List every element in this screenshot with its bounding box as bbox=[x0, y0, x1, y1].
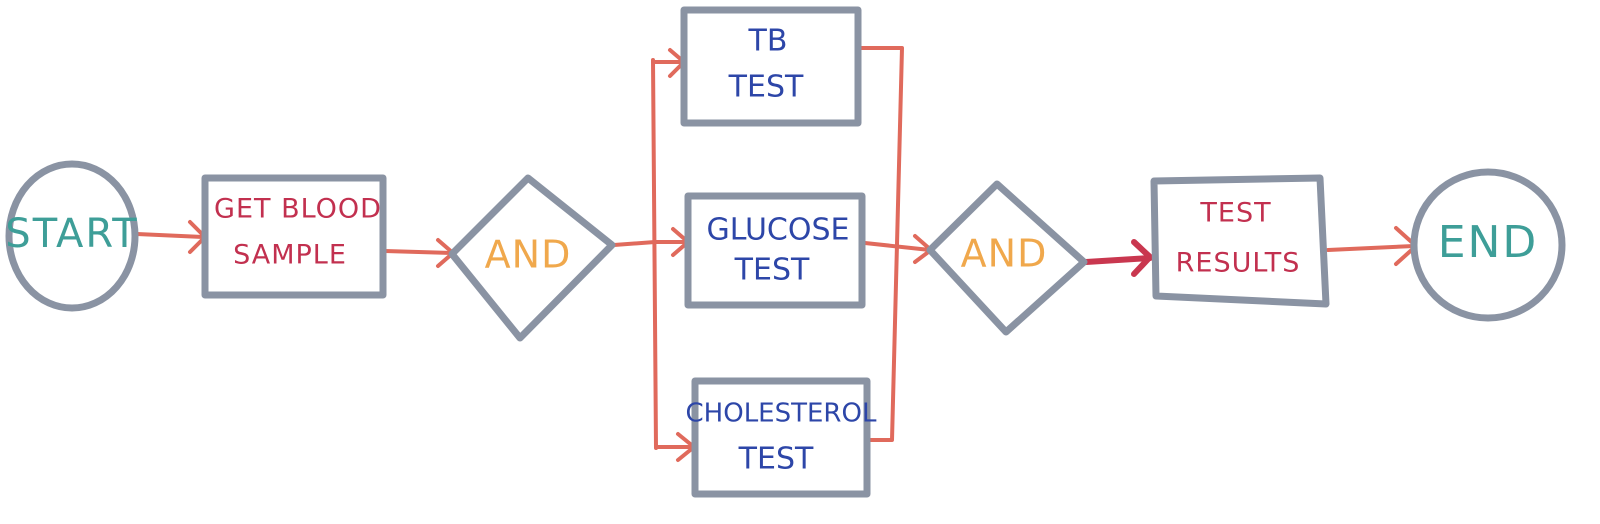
arrow-join-to-results bbox=[1083, 239, 1153, 277]
task-test-results-line2: RESULTS bbox=[1176, 248, 1301, 279]
gateway-and-split[interactable]: AND bbox=[448, 174, 616, 342]
task-test-results-line1: TEST bbox=[1199, 198, 1271, 229]
arrow-start-to-blood-sample bbox=[135, 220, 207, 254]
task-tb-test-line1: TB bbox=[748, 24, 788, 59]
gateway-and-join[interactable]: AND bbox=[926, 180, 1088, 336]
split-branch-lines bbox=[612, 58, 658, 450]
task-get-blood-sample-line2: SAMPLE bbox=[233, 240, 347, 271]
task-glucose-test-line1: GLUCOSE bbox=[707, 213, 850, 248]
task-get-blood-sample-line1: GET BLOOD bbox=[214, 194, 382, 225]
task-cholesterol-test-line2: TEST bbox=[738, 442, 814, 477]
start-event[interactable]: START bbox=[5, 160, 139, 312]
connectors bbox=[135, 46, 1418, 462]
task-glucose-test[interactable]: GLUCOSE TEST bbox=[684, 192, 866, 309]
task-cholesterol-test-line1: CHOLESTEROL bbox=[686, 399, 877, 429]
task-test-results[interactable]: TEST RESULTS bbox=[1150, 174, 1330, 308]
start-label: START bbox=[5, 211, 138, 257]
arrow-split-to-tb-test bbox=[651, 48, 686, 78]
end-event[interactable]: END bbox=[1410, 168, 1566, 322]
merge-lines bbox=[859, 46, 933, 442]
arrow-blood-sample-to-split bbox=[383, 238, 455, 268]
task-tb-test-line2: TEST bbox=[728, 70, 804, 105]
task-glucose-test-line2: TEST bbox=[734, 253, 810, 288]
task-tb-test[interactable]: TB TEST bbox=[680, 6, 862, 127]
gateway-and-join-label: AND bbox=[961, 232, 1048, 276]
arrow-split-to-glucose-test bbox=[653, 227, 690, 257]
end-label: END bbox=[1438, 217, 1539, 268]
arrow-split-to-cholesterol-test bbox=[654, 432, 696, 462]
task-cholesterol-test[interactable]: CHOLESTEROL TEST bbox=[686, 377, 877, 498]
gateway-and-split-label: AND bbox=[485, 233, 572, 277]
task-get-blood-sample[interactable]: GET BLOOD SAMPLE bbox=[201, 174, 387, 299]
arrow-results-to-end bbox=[1326, 226, 1418, 266]
